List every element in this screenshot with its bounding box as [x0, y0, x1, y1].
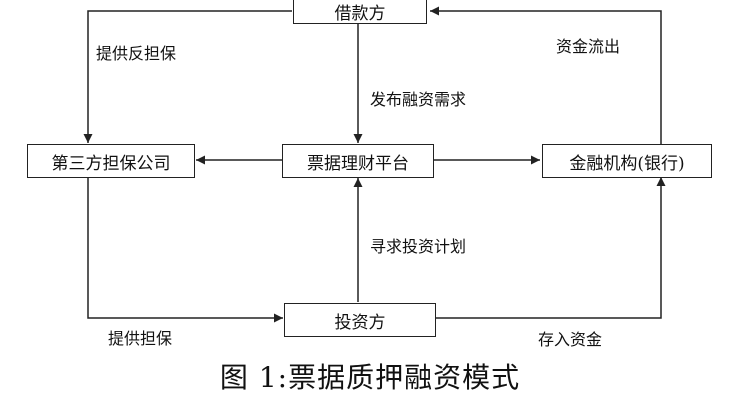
- edge-label-provide-guarantee: 提供担保: [108, 329, 173, 348]
- arrow-bank-to-borrower: [430, 6, 662, 144]
- arrow-guarantor-to-investor: [87, 177, 283, 323]
- node-borrower: 借款方: [293, 0, 427, 24]
- node-investor: 投资方: [284, 303, 436, 337]
- node-guarantor: 第三方担保公司: [27, 144, 195, 178]
- edge-label-counter-guarantee: 提供反担保: [96, 44, 177, 63]
- node-borrower-label: 借款方: [334, 3, 386, 24]
- node-bank: 金融机构(银行): [542, 144, 712, 178]
- arrow-investor-to-bank: [436, 177, 666, 319]
- edge-label-deposit-funds: 存入资金: [538, 330, 603, 349]
- figure-caption: 图 1:票据质押融资模式: [219, 361, 521, 394]
- node-investor-label: 投资方: [334, 312, 386, 333]
- node-platform-label: 票据理财平台: [307, 153, 409, 174]
- arrow-borrower-to-guarantor: [83, 10, 292, 143]
- node-bank-label: 金融机构(银行): [569, 153, 685, 174]
- edge-label-investment-plan: 寻求投资计划: [370, 237, 467, 256]
- edge-label-financing-demand: 发布融资需求: [370, 90, 467, 109]
- node-platform: 票据理财平台: [282, 144, 434, 178]
- node-guarantor-label: 第三方担保公司: [51, 153, 171, 174]
- edge-label-funds-outflow: 资金流出: [556, 37, 621, 56]
